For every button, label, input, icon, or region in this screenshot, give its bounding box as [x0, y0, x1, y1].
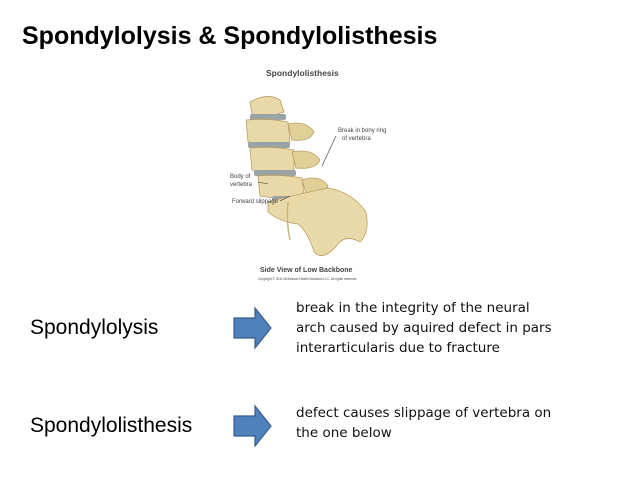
description-line: the one below — [296, 425, 392, 441]
leader-break — [321, 135, 337, 167]
label-forward: Forward slippage — [232, 199, 279, 205]
description-line: defect causes slippage of vertebra on — [296, 405, 552, 421]
term-spondylolysis: Spondylolysis — [30, 316, 159, 339]
sacrum — [267, 187, 368, 256]
term-spondylolisthesis: Spondylolisthesis — [30, 414, 193, 437]
vertebra-stack — [245, 96, 368, 256]
disc-1 — [250, 114, 286, 120]
disc-2 — [248, 142, 290, 148]
leader-body — [257, 181, 269, 185]
description-line: interarticularis due to fracture — [296, 340, 500, 356]
label-break-2: of vertebra — [342, 136, 371, 142]
figure-heading: Spondylolisthesis — [266, 68, 339, 78]
spine-illustration: Spondylolisthesis Break in bony ring of … — [228, 62, 388, 284]
spinal-canal-line — [286, 201, 291, 241]
label-break-1: Break in bony ring — [338, 128, 386, 134]
figure-caption: Side View of Low Backbone — [260, 267, 353, 274]
spinous-process-2 — [291, 150, 321, 169]
vertebra-2 — [249, 146, 295, 173]
vertebra-1 — [245, 118, 291, 145]
slide-title: Spondylolysis & Spondylolisthesis — [22, 22, 438, 50]
description-spondylolysis: break in the integrity of the neural arc… — [296, 298, 596, 358]
description-line: break in the integrity of the neural — [296, 300, 530, 316]
vertebra-top — [249, 96, 285, 116]
figure-copyright: Copyright © 2011 McKesson Health Solutio… — [258, 277, 357, 281]
right-arrow-icon — [233, 306, 273, 350]
label-body-2: vertebra — [230, 182, 253, 188]
label-body-1: Body of — [230, 174, 251, 180]
description-spondylolisthesis: defect causes slippage of vertebra on th… — [296, 403, 596, 443]
leader-forward — [279, 195, 291, 202]
disc-3 — [254, 170, 296, 176]
right-arrow-icon — [233, 404, 273, 448]
description-line: arch caused by aquired defect in pars — [296, 320, 552, 336]
spinous-process-1 — [287, 122, 315, 141]
spine-illustration-svg: Spondylolisthesis Break in bony ring of … — [230, 68, 386, 281]
